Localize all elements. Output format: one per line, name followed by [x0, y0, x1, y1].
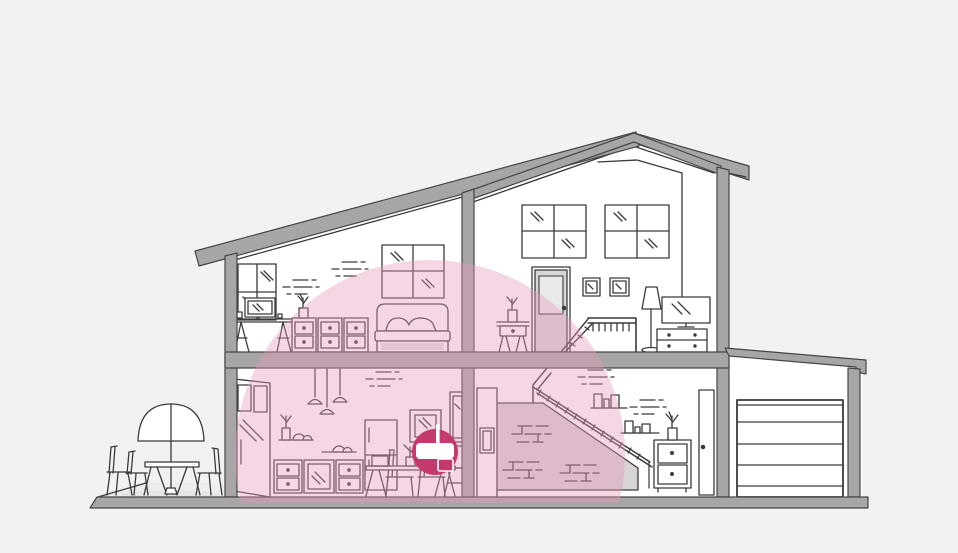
interior-door: [531, 266, 571, 353]
patio-chair-left: [106, 445, 133, 496]
bedroom-right: [496, 204, 711, 354]
bedroom-window: [381, 244, 445, 299]
tv-on-console: [656, 296, 711, 353]
nightstand: [653, 411, 692, 493]
patio-umbrella-table: [137, 403, 205, 496]
patio: [97, 403, 225, 498]
floor-band: [224, 351, 730, 369]
kitchen-cabinets: [273, 459, 364, 494]
plant-on-dresser: [297, 293, 309, 319]
ground-band: [89, 496, 869, 509]
wifi-coverage-area: [235, 260, 625, 503]
stair-railing-lower: [532, 367, 653, 489]
pendant-lights: [307, 367, 348, 415]
right-wall: [716, 166, 730, 498]
dresser-units: [291, 317, 369, 353]
side-table: [496, 296, 530, 353]
book-shelf-2: [620, 420, 660, 434]
umbrella-base: [164, 487, 178, 495]
book-shelf-1: [590, 393, 628, 409]
open-glass-door: [233, 378, 271, 498]
floor-lamp: [641, 286, 662, 354]
router-modem: [437, 458, 454, 472]
garage-door: [736, 399, 844, 498]
laptop-on-table: [369, 455, 391, 467]
upper-window-1: [521, 204, 587, 259]
wall-shelf-2: [321, 445, 357, 453]
bedroom-left: [231, 244, 451, 353]
door-knob: [700, 444, 706, 450]
garage-right-wall: [847, 367, 861, 498]
structure: [89, 131, 869, 509]
wall-shelf-1: [278, 414, 314, 441]
wall-frames: [582, 277, 630, 297]
patio-chair-left-2: [125, 450, 149, 496]
stair-railing-upper: [560, 317, 637, 353]
hallway: [476, 367, 715, 498]
door-knob: [561, 305, 567, 311]
patio-chair-right: [195, 447, 223, 496]
ceiling-line: [230, 195, 467, 262]
upper-window-2: [604, 204, 670, 259]
router-antenna: [436, 424, 440, 445]
roof-left: [194, 131, 640, 267]
router-body: [416, 443, 454, 459]
desk-with-monitor: [231, 297, 293, 353]
entry-door: [698, 389, 715, 496]
open-door-hallway: [476, 387, 498, 498]
bed: [374, 303, 451, 353]
router-icon: [412, 424, 458, 475]
garage: [736, 399, 844, 498]
